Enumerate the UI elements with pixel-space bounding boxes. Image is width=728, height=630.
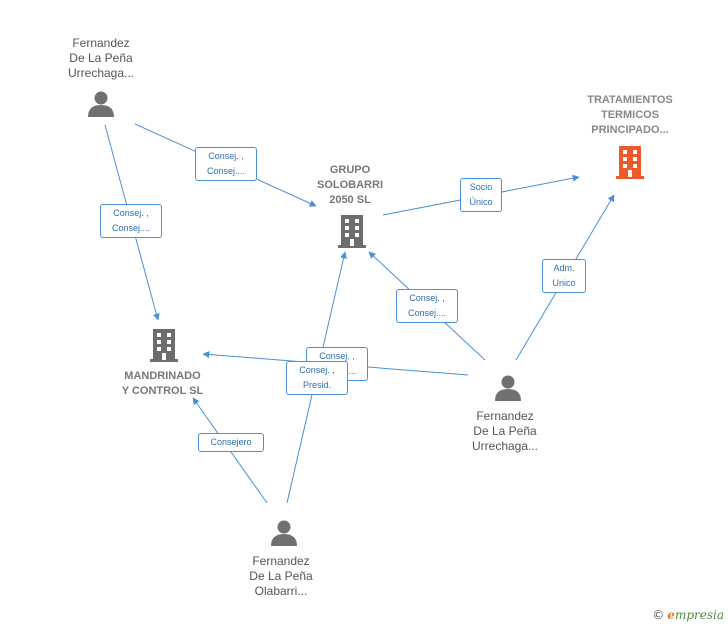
company-mandrinado-label[interactable]: MANDRINADO Y CONTROL SL [100,369,225,399]
role-line: Consej.... [206,166,246,176]
name-line: De La Peña [249,569,313,583]
name-line: Urrechaga... [67,66,135,80]
brand-name: mpresia [674,608,724,622]
name-line: De La Peña [473,424,537,438]
edge-label-top-to-mandrinado[interactable]: Consej. , Consej.... [100,204,162,238]
edge-label-bottom-to-grupo[interactable]: Consej. , Presid. [286,361,348,395]
company-name-line: TERMICOS [600,109,660,121]
company-name-line: MANDRINADO [124,370,201,382]
person-bottom-label[interactable]: Fernandez De La Peña Olabarri... [226,554,336,599]
company-name-line: PRINCIPADO... [591,124,669,136]
person-icon[interactable] [86,88,116,118]
name-line: Fernandez [476,409,534,423]
role-line: Consej. , [409,293,445,303]
person-right-label[interactable]: Fernandez De La Peña Urrechaga... [450,409,560,454]
edge-label-right-to-tratamientos[interactable]: Adm. Unico [542,259,586,293]
building-icon[interactable] [336,214,368,248]
building-icon[interactable] [614,145,646,179]
company-tratamientos-label[interactable]: TRATAMIENTOS TERMICOS PRINCIPADO... [565,93,695,138]
empresia-logo[interactable]: ©empresia [652,608,724,622]
role-line: Socio [469,182,493,192]
role-line: Consej. , [208,151,244,161]
company-name-line: GRUPO [329,164,371,176]
role-line: Consej.... [407,308,447,318]
brand-initial: e [667,608,675,622]
company-name-line: 2050 SL [329,194,371,206]
role-line: Único [469,197,493,207]
company-name-line: Y CONTROL SL [121,385,204,397]
role-line: Consejero [210,437,252,447]
copyright-symbol: © [652,608,665,622]
role-line: Consej.... [111,223,151,233]
name-line: Olabarri... [254,584,308,598]
name-line: De La Peña [69,51,133,65]
building-icon[interactable] [148,328,180,362]
role-line: Presid. [302,380,331,390]
role-line: Consej. , [299,365,335,375]
edge-label-right-to-grupo[interactable]: Consej. , Consej.... [396,289,458,323]
company-name-line: TRATAMIENTOS [587,94,673,106]
role-line: Adm. [553,263,575,273]
name-line: Fernandez [72,36,130,50]
role-line: Unico [552,278,576,288]
person-top-label[interactable]: Fernandez De La Peña Urrechaga... [46,36,156,81]
company-grupo-label[interactable]: GRUPO SOLOBARRI 2050 SL [290,163,410,208]
edge-label-top-to-grupo[interactable]: Consej. , Consej.... [195,147,257,181]
company-name-line: SOLOBARRI [317,179,383,191]
person-icon[interactable] [493,372,523,402]
person-icon[interactable] [269,517,299,547]
role-line: Consej. , [319,351,355,361]
edge-label-grupo-to-tratamientos[interactable]: Socio Único [460,178,502,212]
name-line: Urrechaga... [471,439,539,453]
name-line: Fernandez [252,554,310,568]
role-line: Consej. , [113,208,149,218]
edge-label-bottom-to-mandrinado[interactable]: Consejero [198,433,264,452]
